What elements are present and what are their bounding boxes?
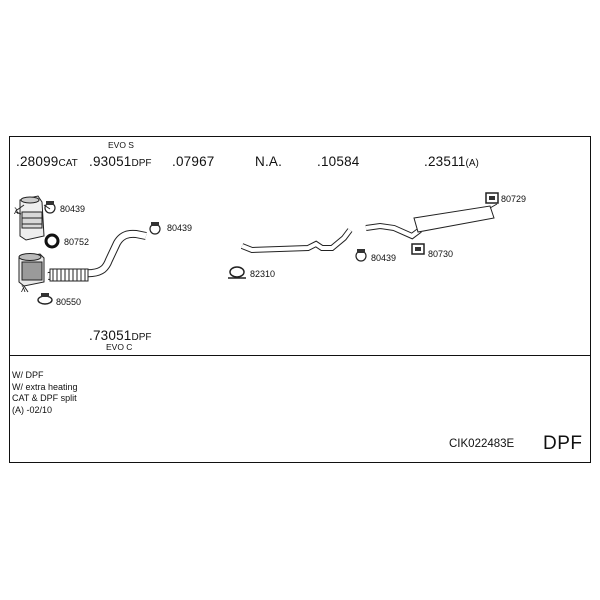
part-number: .73051 bbox=[89, 328, 132, 343]
hanger-80729[interactable] bbox=[485, 192, 499, 204]
part-number: .93051 bbox=[89, 154, 132, 169]
fitting-label-80729[interactable]: 80729 bbox=[501, 194, 527, 204]
part-number: .10584 bbox=[317, 154, 360, 169]
rear-silencer[interactable] bbox=[365, 203, 498, 240]
notes-divider bbox=[9, 355, 591, 356]
part-suffix: DPF bbox=[131, 332, 152, 343]
hanger-80730[interactable] bbox=[411, 243, 425, 255]
part-note-evo-c: EVO C bbox=[106, 342, 133, 352]
part-label-10584[interactable]: .10584 bbox=[317, 155, 360, 169]
part-suffix: CAT bbox=[58, 158, 78, 169]
part-note-evo-s: EVO S bbox=[108, 140, 134, 150]
lambda-symbol-top: λ bbox=[14, 206, 19, 216]
fitting-label-80752[interactable]: 80752 bbox=[64, 237, 90, 247]
note-line: CAT & DPF split bbox=[12, 393, 77, 403]
part-label-73051[interactable]: .73051DPF bbox=[89, 329, 152, 343]
part-label-93051[interactable]: .93051DPF bbox=[89, 155, 152, 169]
fitting-label-80439-middle[interactable]: 80439 bbox=[167, 223, 193, 233]
part-label-28099[interactable]: .28099CAT bbox=[16, 155, 78, 169]
fitting-label-82310[interactable]: 82310 bbox=[250, 269, 276, 279]
part-suffix: DPF bbox=[131, 158, 152, 169]
part-number: N.A. bbox=[255, 154, 283, 169]
gasket-80752[interactable] bbox=[44, 233, 60, 249]
fitting-label-80730[interactable]: 80730 bbox=[428, 249, 454, 259]
note-line: (A) -02/10 bbox=[12, 404, 53, 415]
kit-code: CIK022483E bbox=[449, 438, 515, 450]
dpf-canister[interactable] bbox=[18, 253, 45, 293]
note-line: W/ extra heating bbox=[12, 381, 78, 392]
clamp-80439-right[interactable] bbox=[355, 249, 367, 262]
lambda-sensor-top bbox=[15, 211, 22, 215]
front-pipe[interactable] bbox=[47, 229, 147, 282]
clamp-80550[interactable] bbox=[37, 293, 53, 305]
middle-pipe[interactable] bbox=[240, 228, 353, 254]
part-number: .07967 bbox=[172, 154, 215, 169]
part-suffix: (A) bbox=[465, 158, 479, 169]
part-label-na[interactable]: N.A. bbox=[255, 155, 282, 169]
part-number: .23511 bbox=[424, 154, 466, 169]
part-number: .28099 bbox=[16, 154, 59, 169]
fitting-label-80439-right[interactable]: 80439 bbox=[371, 253, 397, 263]
hanger-82310[interactable] bbox=[228, 266, 246, 279]
clamp-80439-middle[interactable] bbox=[149, 222, 161, 235]
diagram-frame bbox=[9, 136, 591, 463]
catalytic-converter[interactable] bbox=[16, 195, 51, 241]
lambda-symbol-bottom: λ bbox=[21, 284, 26, 294]
fitting-label-80439-left[interactable]: 80439 bbox=[60, 204, 86, 214]
part-label-23511[interactable]: .23511(A) bbox=[424, 155, 479, 169]
fitting-label-80550[interactable]: 80550 bbox=[56, 297, 82, 307]
notes-block: W/ DPF W/ extra heating CAT & DPF split … bbox=[12, 370, 78, 416]
clamp-80439-left[interactable] bbox=[44, 201, 56, 214]
part-label-07967[interactable]: .07967 bbox=[172, 155, 215, 169]
note-line: W/ DPF bbox=[12, 370, 44, 380]
dpf-badge: DPF bbox=[543, 433, 583, 454]
